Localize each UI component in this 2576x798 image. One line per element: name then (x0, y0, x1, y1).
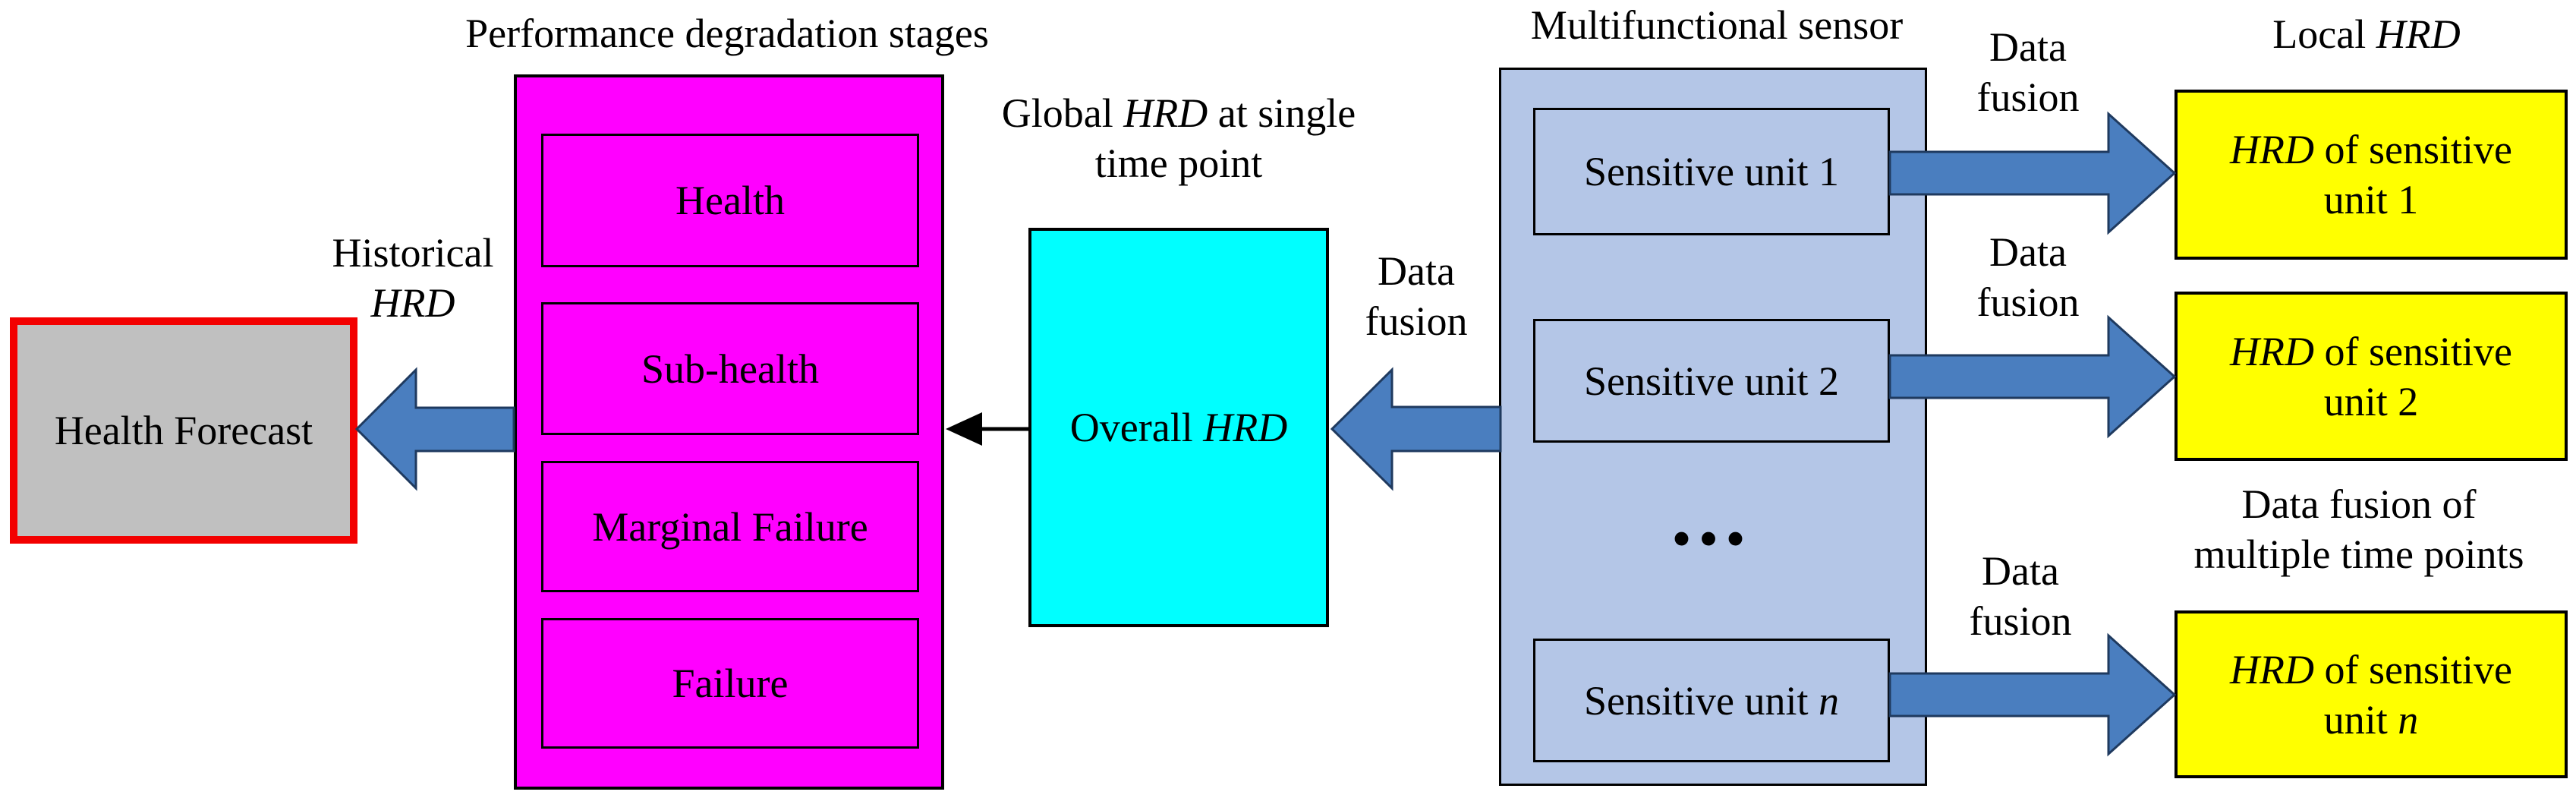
health-forecast-box: Health Forecast (10, 317, 357, 544)
unit1-fusion-arrow (1888, 111, 2177, 235)
sensitive-unit-n-box: Sensitive unit n (1533, 639, 1890, 762)
stage-box-marginal-failure: Marginal Failure (541, 461, 919, 592)
unit2-fusion-arrow (1888, 314, 2177, 439)
sensitive-unit-1-box: Sensitive unit 1 (1533, 108, 1890, 235)
performance-stages-title: Performance degradation stages (465, 11, 989, 56)
stages-to-forecast-arrow (354, 367, 515, 491)
overall-to-stages-arrow-head (946, 412, 982, 446)
local-hrd-label: Local HRD (2272, 11, 2461, 57)
stage-box-health: Health (541, 134, 919, 267)
unitn-fusion-arrow (1888, 632, 2177, 757)
multifunctional-sensor-title: Multifunctional sensor (1530, 2, 1904, 48)
overall-hrd-box: Overall HRD (1028, 228, 1329, 627)
stage-box-sub-health: Sub-health (541, 302, 919, 435)
stage-box-failure: Failure (541, 618, 919, 749)
sensor-units-ellipsis: ... (1671, 470, 1752, 563)
sensor-to-overall-arrow (1330, 367, 1502, 491)
sensitive-unit-2-box: Sensitive unit 2 (1533, 319, 1890, 443)
